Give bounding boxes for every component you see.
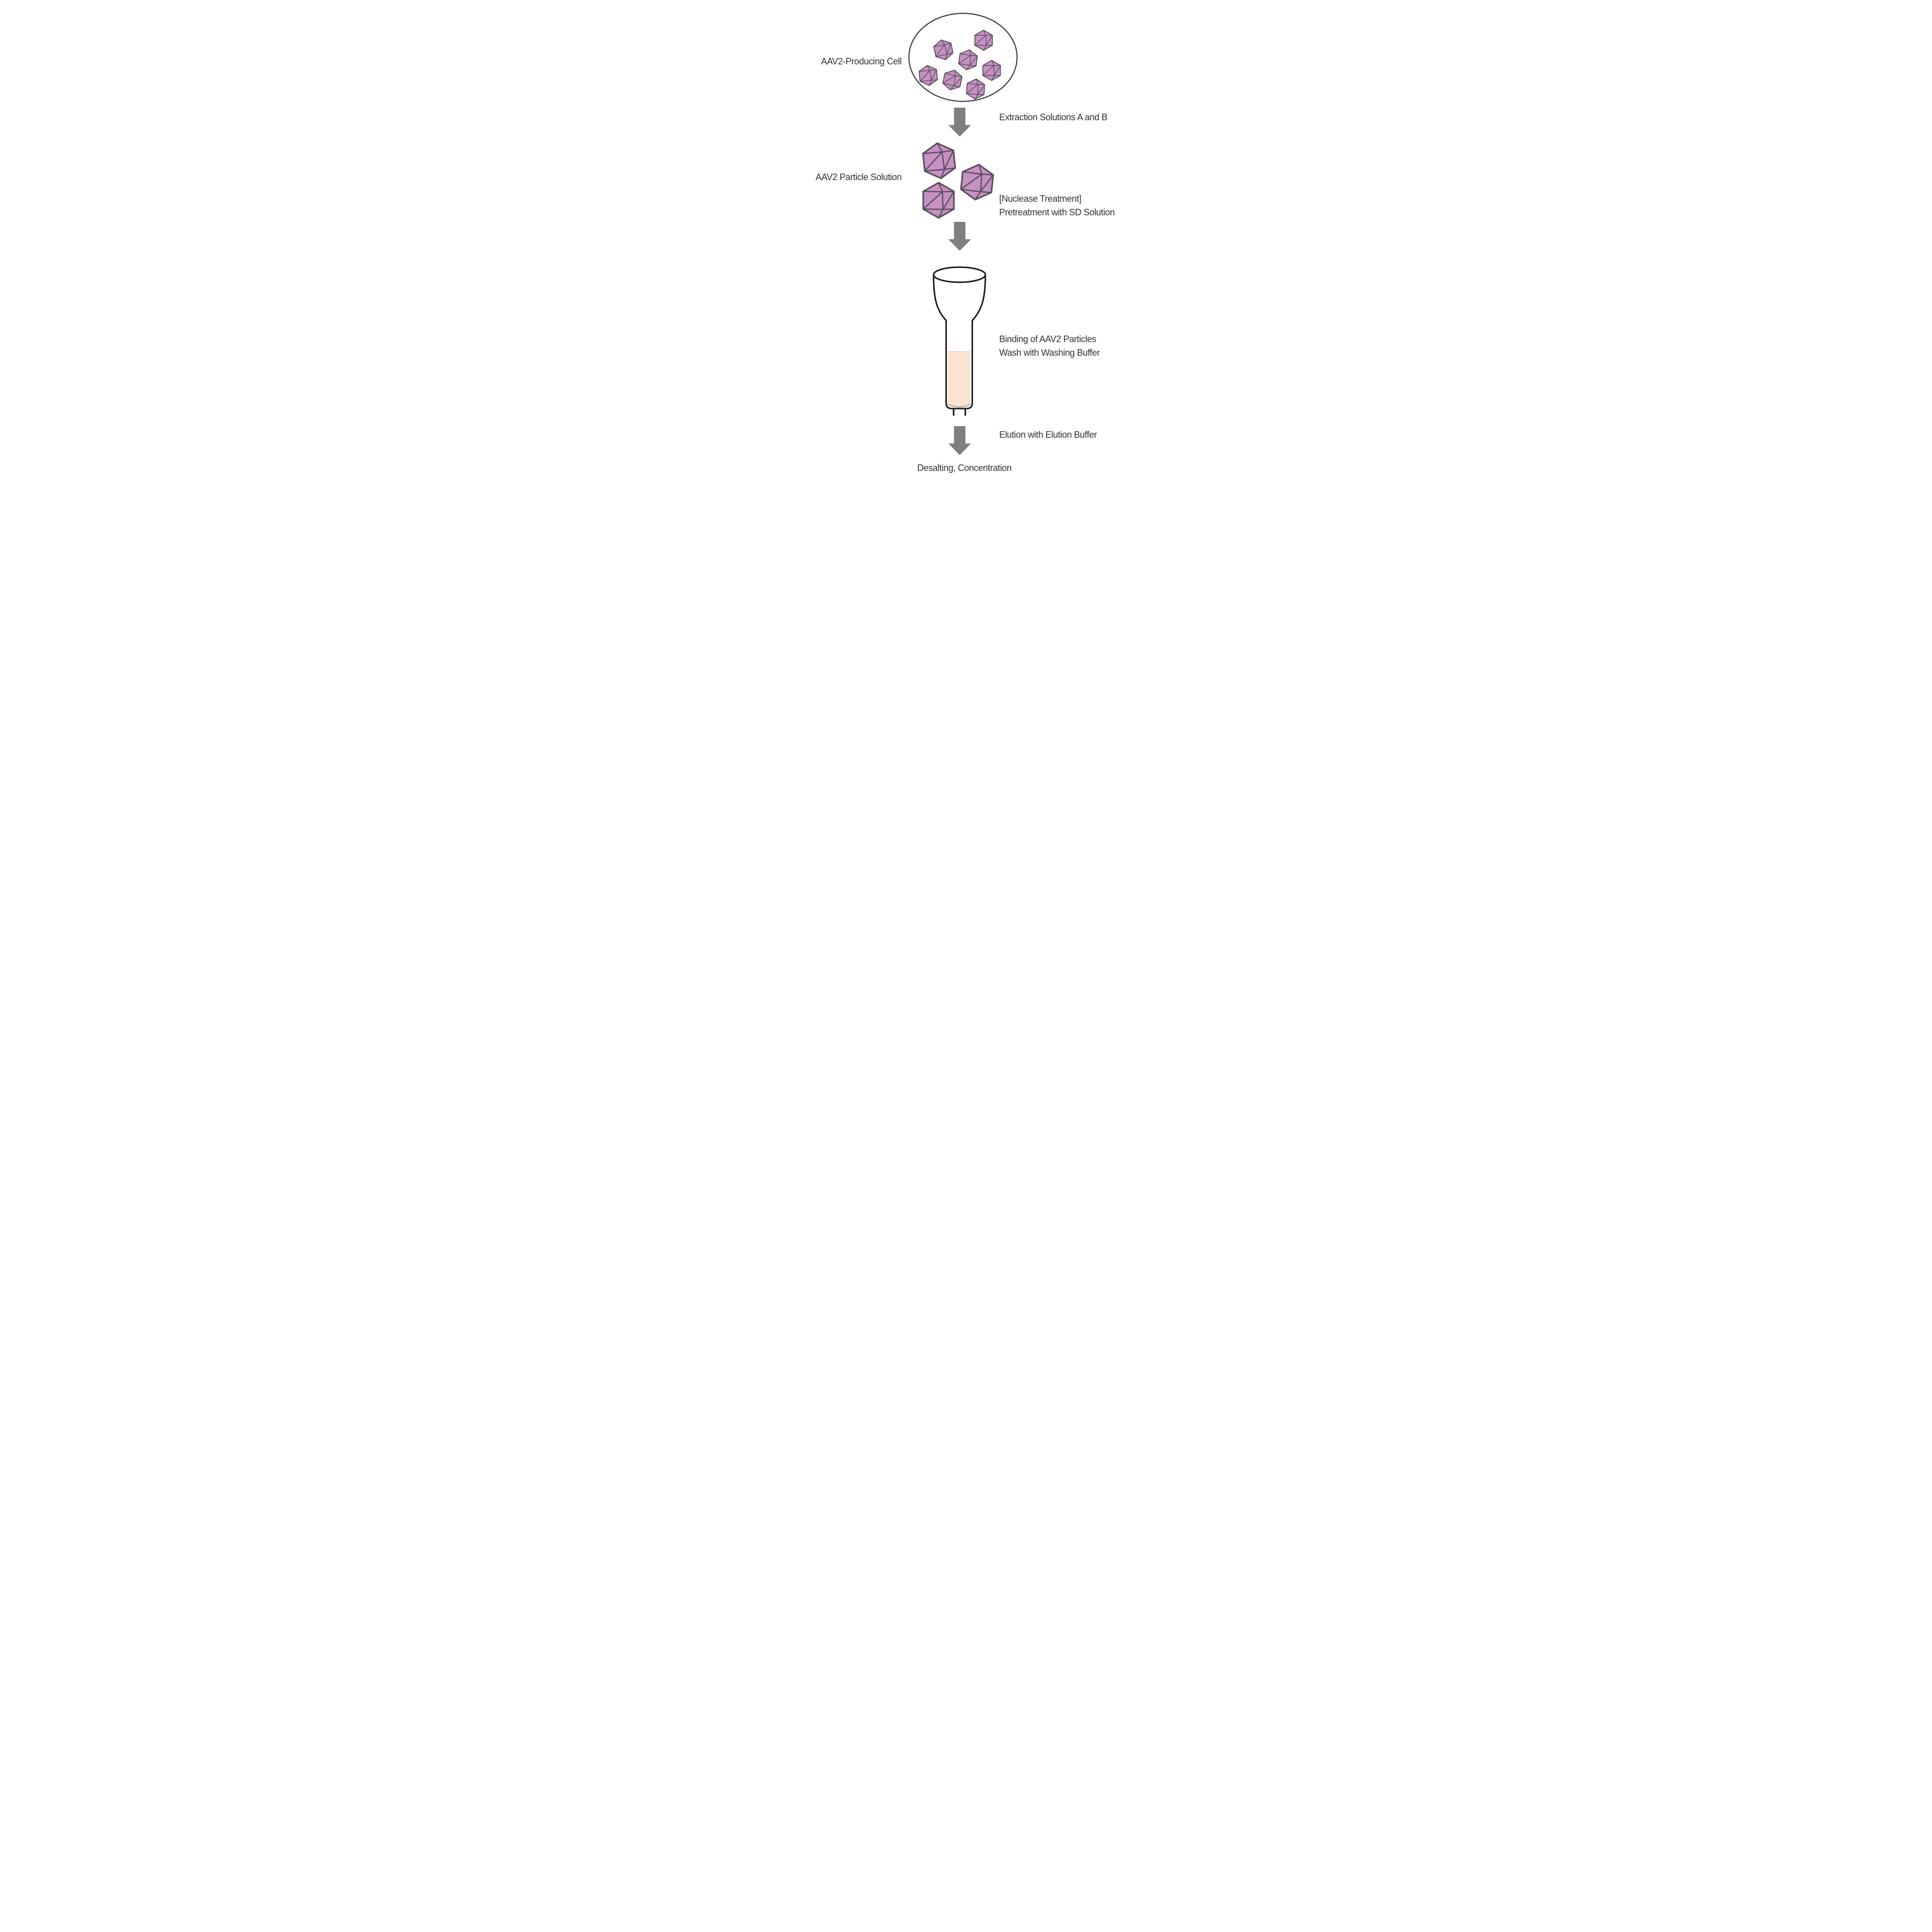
aav2-particle-icon bbox=[974, 30, 993, 51]
column-outlet-prong bbox=[964, 409, 967, 416]
column-resin-liquid bbox=[948, 352, 971, 407]
aav2-purification-diagram: AAV2-Producing Cell Extraction Solutions… bbox=[725, 0, 1208, 483]
label-desalting: Desalting, Concentration bbox=[917, 463, 1012, 473]
nuclease-caption-line1: [Nuclease Treatment] bbox=[999, 194, 1082, 204]
binding-caption-line2: Wash with Washing Buffer bbox=[999, 348, 1100, 358]
purification-column-icon bbox=[933, 266, 986, 416]
nuclease-caption-line2: Pretreatment with SD Solution bbox=[999, 207, 1115, 217]
aav2-particle-icon bbox=[959, 162, 995, 202]
aav2-particle-icon bbox=[921, 140, 957, 181]
aav2-particle-icon bbox=[965, 77, 986, 101]
label-extraction-solutions: Extraction Solutions A and B bbox=[999, 112, 1107, 122]
aav2-particle-icon bbox=[941, 67, 964, 93]
solution-virus-particles bbox=[921, 140, 995, 219]
column-body-outline bbox=[933, 274, 986, 410]
column-outlet-prong bbox=[952, 409, 954, 416]
aav2-particle-icon bbox=[932, 37, 955, 62]
label-elution: Elution with Elution Buffer bbox=[999, 430, 1097, 440]
aav2-particle-icon bbox=[918, 64, 939, 87]
aav2-particle-icon bbox=[957, 48, 979, 72]
down-arrow-icon bbox=[948, 108, 972, 137]
aav2-particle-icon bbox=[982, 60, 1001, 81]
cell-ellipse-icon bbox=[908, 13, 1018, 102]
nuclease-caption: [Nuclease Treatment] Pretreatment with S… bbox=[999, 192, 1115, 219]
down-arrow-icon bbox=[948, 426, 972, 455]
diagram-graphics bbox=[908, 13, 1018, 455]
aav2-particle-icon bbox=[922, 182, 955, 219]
down-arrow-icon bbox=[948, 222, 972, 251]
cell-virus-particles bbox=[918, 30, 1001, 101]
label-producing-cell: AAV2-Producing Cell bbox=[821, 56, 902, 66]
column-bottom-meniscus bbox=[947, 404, 971, 408]
label-particle-solution: AAV2 Particle Solution bbox=[816, 172, 902, 182]
binding-caption-line1: Binding of AAV2 Particles bbox=[999, 334, 1096, 344]
column-top-rim bbox=[933, 266, 986, 283]
binding-caption: Binding of AAV2 Particles Wash with Wash… bbox=[999, 333, 1100, 360]
